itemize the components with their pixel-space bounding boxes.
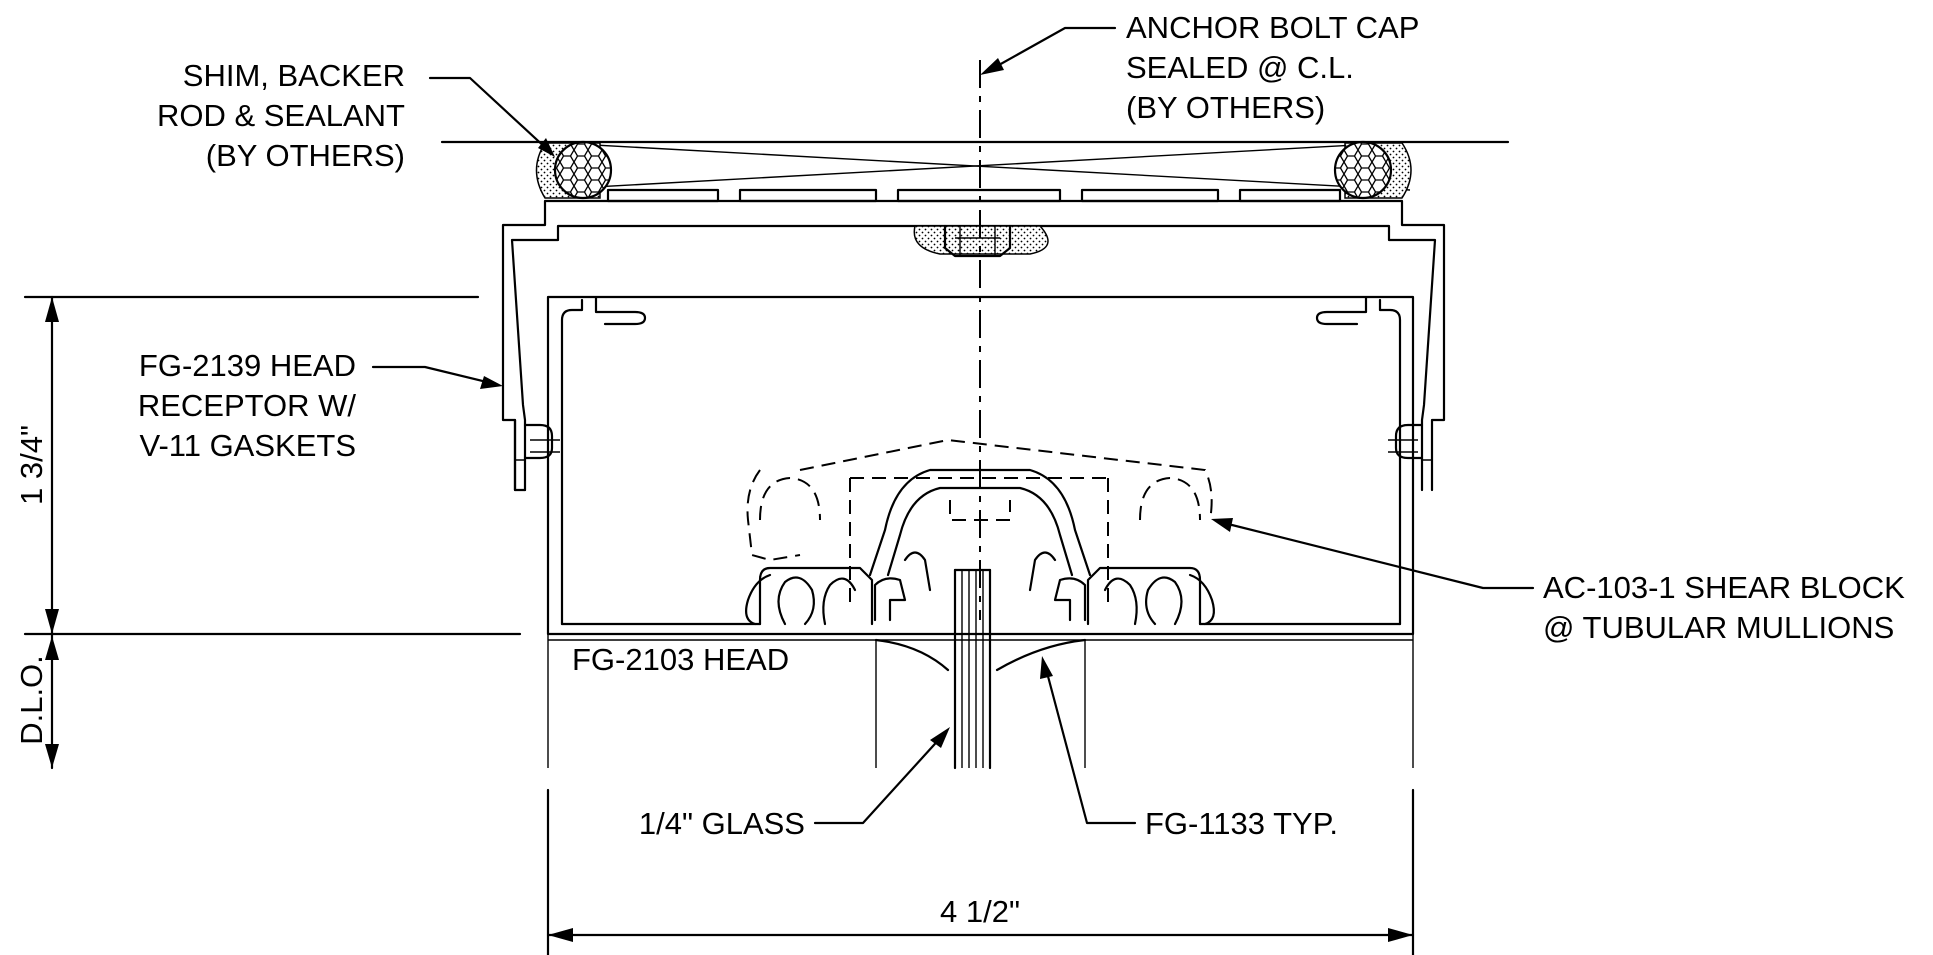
svg-text:RECEPTOR W/: RECEPTOR W/ (138, 388, 357, 423)
svg-text:ANCHOR BOLT CAP: ANCHOR BOLT CAP (1126, 10, 1419, 45)
svg-text:FG-2139 HEAD: FG-2139 HEAD (139, 348, 356, 383)
dimension-width (546, 788, 1415, 955)
leader-anchor-bolt (980, 26, 1117, 75)
label-shear-block: AC-103-1 SHEAR BLOCK @ TUBULAR MULLIONS (1543, 570, 1905, 645)
leader-head-receptor (371, 365, 503, 389)
leader-shim (428, 76, 555, 157)
glass-lite (953, 568, 992, 770)
svg-text:(BY OTHERS): (BY OTHERS) (1126, 90, 1325, 125)
svg-text:ROD & SEALANT: ROD & SEALANT (157, 98, 405, 133)
dimension-dlo-text: D.L.O. (14, 655, 49, 745)
label-gasket: FG-1133 TYP. (1145, 806, 1338, 841)
leader-shear-block (1211, 518, 1535, 590)
leader-glass (813, 727, 950, 825)
dimension-height-text: 1 3/4" (14, 425, 49, 505)
label-glass: 1/4" GLASS (639, 806, 805, 841)
svg-text:(BY OTHERS): (BY OTHERS) (206, 138, 405, 173)
dimension-dlo (45, 632, 59, 770)
dimension-width-text: 4 1/2" (940, 894, 1020, 929)
label-head: FG-2103 HEAD (572, 642, 789, 677)
svg-text:SHIM, BACKER: SHIM, BACKER (183, 58, 405, 93)
label-shim: SHIM, BACKER ROD & SEALANT (BY OTHERS) (157, 58, 405, 173)
svg-text:SEALED @ C.L.: SEALED @ C.L. (1126, 50, 1354, 85)
svg-text:@ TUBULAR MULLIONS: @ TUBULAR MULLIONS (1543, 610, 1894, 645)
substrate-head (440, 140, 1510, 191)
glazing-gaskets (874, 638, 1087, 768)
label-head-receptor: FG-2139 HEAD RECEPTOR W/ V-11 GASKETS (138, 348, 357, 463)
backer-rod-left (553, 140, 613, 200)
sealant-joint-right (1333, 140, 1412, 200)
svg-text:V-11 GASKETS: V-11 GASKETS (139, 428, 356, 463)
label-anchor-bolt: ANCHOR BOLT CAP SEALED @ C.L. (BY OTHERS… (1126, 10, 1419, 125)
anchor-bolt-cap (913, 224, 1049, 258)
dimension-height (23, 295, 522, 636)
svg-text:AC-103-1 SHEAR BLOCK: AC-103-1 SHEAR BLOCK (1543, 570, 1905, 605)
sealant-joint-left (535, 140, 613, 200)
shims (606, 188, 1342, 203)
leader-gasket (1040, 656, 1137, 825)
backer-rod-right (1333, 140, 1393, 200)
